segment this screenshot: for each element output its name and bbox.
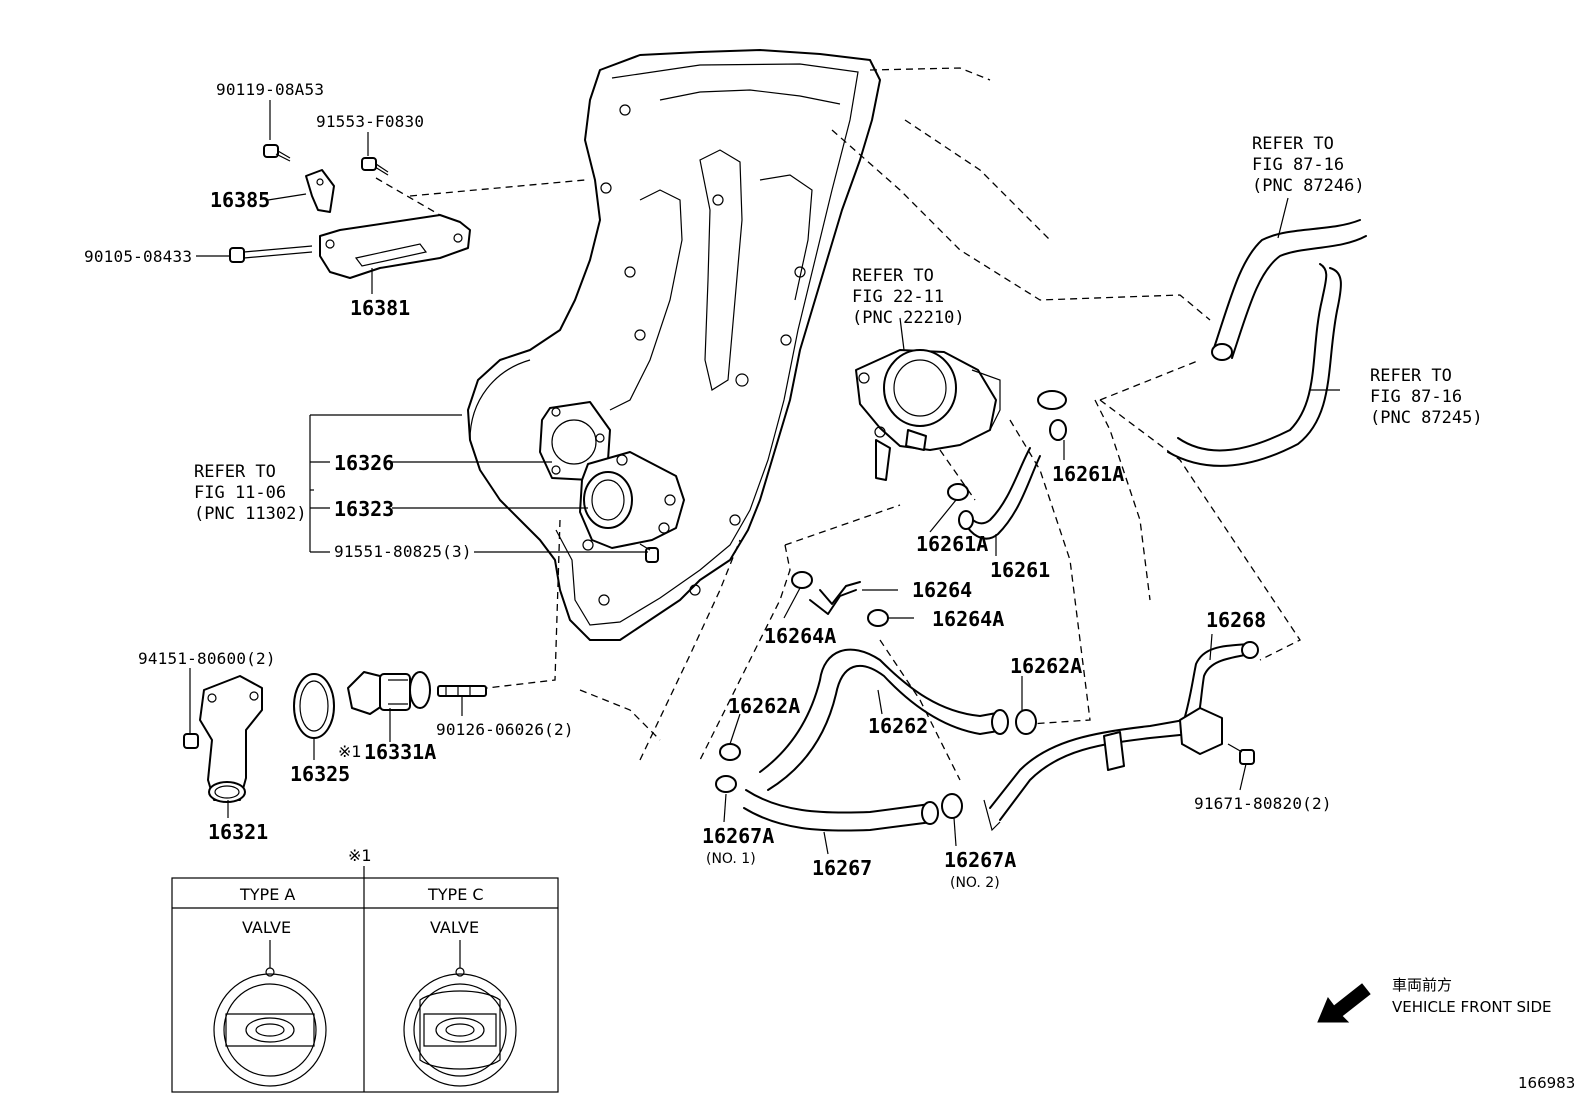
water-outlet-16321 <box>199 675 263 803</box>
label-91551-80825: 91551-80825(3) <box>334 542 472 561</box>
label-16267A-no2: 16267A <box>944 848 1017 872</box>
ref-fig-87-16-87246: REFER TO FIG 87-16 (PNC 87246) <box>1252 134 1365 196</box>
hose-87246 <box>1211 219 1367 361</box>
sublabel-no2: (NO. 2) <box>950 875 1000 891</box>
bolt-90105-08433 <box>229 245 313 263</box>
label-16331A: 16331A <box>364 740 437 764</box>
label-mark-1: ※1 <box>338 742 362 761</box>
label-16326: 16326 <box>334 451 395 475</box>
bracket-16381 <box>319 214 471 279</box>
bolt-91553-F0830 <box>361 157 389 176</box>
label-90105-08433: 90105-08433 <box>84 247 193 266</box>
label-91553-F0830: 91553-F0830 <box>316 112 425 131</box>
diagram-id: 166983 <box>1518 1074 1576 1092</box>
label-16261A-lower: 16261A <box>916 532 989 556</box>
bolt-91551-80825 <box>639 543 659 563</box>
label-16385: 16385 <box>210 188 271 212</box>
label-16262A-right: 16262A <box>1010 654 1083 678</box>
hose-16262 <box>759 648 1009 791</box>
hose-16264 <box>809 581 861 615</box>
water-inlet-housing-16323 <box>579 451 685 549</box>
bolt-90119-08A53 <box>263 144 291 162</box>
nut-94151-80600 <box>183 733 199 749</box>
label-16264A-left: 16264A <box>764 624 837 648</box>
thermostat-16331A <box>347 671 431 715</box>
table-valve-label-c: VALVE <box>430 918 480 937</box>
reference-dashed-lines <box>375 67 1301 781</box>
label-16262A-left: 16262A <box>728 694 801 718</box>
label-16267: 16267 <box>812 856 873 880</box>
thermostat-type-table <box>171 866 559 1093</box>
table-header-type-c: TYPE C <box>428 885 484 904</box>
stud-90126-06026 <box>437 685 487 697</box>
valve-type-a-diagram <box>213 940 327 1087</box>
vehicle-front-arrow-icon <box>1317 983 1371 1023</box>
label-94151-80600: 94151-80600(2) <box>138 649 276 668</box>
sublabel-no1: (NO. 1) <box>706 851 756 867</box>
ref-fig-11-06: REFER TO FIG 11-06 (PNC 11302) <box>194 462 307 524</box>
label-16264: 16264 <box>912 578 973 602</box>
label-90126-06026: 90126-06026(2) <box>436 720 574 739</box>
label-91671-80820: 91671-80820(2) <box>1194 794 1332 813</box>
leader-lines <box>189 100 1340 855</box>
throttle-body <box>855 349 1001 481</box>
hose-87245 <box>1167 263 1342 467</box>
pipe-16268 <box>983 641 1259 832</box>
label-16264A-right: 16264A <box>932 607 1005 631</box>
label-16381: 16381 <box>350 296 411 320</box>
ref-fig-22-11: REFER TO FIG 22-11 (PNC 22210) <box>852 266 965 328</box>
label-16267A-no1: 16267A <box>702 824 775 848</box>
label-16325: 16325 <box>290 762 351 786</box>
clamps <box>715 419 1067 819</box>
label-16261A-upper: 16261A <box>1052 462 1125 486</box>
gasket-16326 <box>539 401 611 481</box>
timing-chain-cover <box>467 49 881 641</box>
table-valve-label-a: VALVE <box>242 918 292 937</box>
hose-16261 <box>958 390 1067 540</box>
gasket-16325 <box>293 673 335 739</box>
label-16268: 16268 <box>1206 608 1267 632</box>
label-16323: 16323 <box>334 497 395 521</box>
label-16262: 16262 <box>868 714 929 738</box>
direction-english: VEHICLE FRONT SIDE <box>1392 998 1552 1016</box>
label-mark-1-table: ※1 <box>348 846 372 865</box>
label-16321: 16321 <box>208 820 269 844</box>
bolt-91671-80820 <box>1227 743 1255 765</box>
direction-japanese: 車両前方 <box>1392 976 1453 994</box>
label-16261: 16261 <box>990 558 1051 582</box>
hose-16267 <box>743 789 939 832</box>
valve-type-c-diagram <box>403 940 517 1087</box>
ref-fig-87-16-87245: REFER TO FIG 87-16 (PNC 87245) <box>1370 366 1483 428</box>
label-90119-08A53: 90119-08A53 <box>216 80 325 99</box>
table-header-type-a: TYPE A <box>240 885 296 904</box>
plate-16385 <box>305 169 335 213</box>
